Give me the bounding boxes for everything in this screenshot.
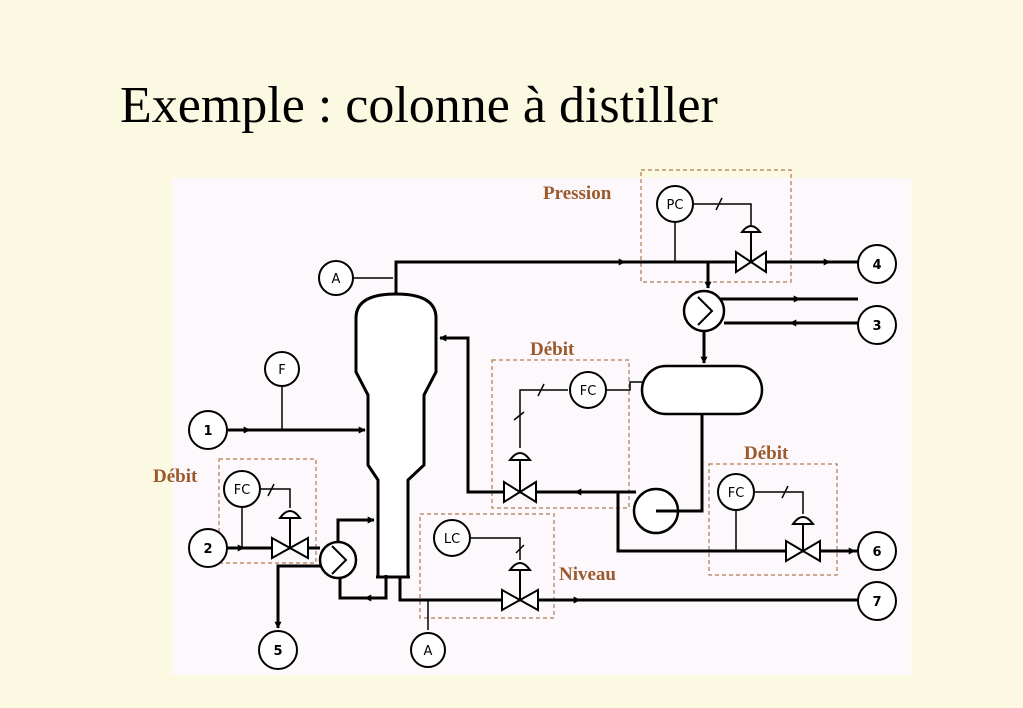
product-flow-loop-box xyxy=(708,463,838,576)
pc-tag: PC xyxy=(667,198,684,213)
level-loop-box xyxy=(419,513,555,619)
stream-3-label: 3 xyxy=(872,319,881,334)
instrument-bubbles xyxy=(223,185,755,668)
f-tag: F xyxy=(278,363,285,378)
label-niveau: Niveau xyxy=(559,564,616,585)
pressure-loop-box xyxy=(640,169,792,283)
reflux-flow-loop-box xyxy=(491,359,630,509)
reboiler xyxy=(318,540,358,580)
reflux-valve xyxy=(503,452,537,504)
stream-bubbles xyxy=(188,244,897,670)
stream-4-label: 4 xyxy=(872,258,881,273)
label-debit-product: Débit xyxy=(744,443,789,464)
stream-6-label: 6 xyxy=(872,545,881,560)
feed-flow-loop-box xyxy=(218,458,317,564)
lc-tag: LC xyxy=(444,532,460,547)
stream-5-label: 5 xyxy=(273,644,282,659)
signal-lines xyxy=(241,197,804,630)
analyzer-bottom-tag: A xyxy=(424,644,433,659)
stream-7-label: 7 xyxy=(872,595,881,610)
fc-feed-tag: FC xyxy=(234,483,251,498)
process-lines xyxy=(228,258,858,629)
fc-product-tag: FC xyxy=(728,486,745,501)
reflux-drum xyxy=(640,364,764,416)
label-debit-reflux: Débit xyxy=(530,339,575,360)
product-valve xyxy=(785,516,821,563)
label-pression: Pression xyxy=(543,183,612,204)
control-loop-boxes xyxy=(218,169,838,619)
pump xyxy=(632,487,680,535)
condenser xyxy=(682,289,726,333)
label-debit-feed: Débit xyxy=(153,466,198,487)
analyzer-top-tag: A xyxy=(332,272,341,287)
valves xyxy=(271,225,821,612)
slide-title: Exemple : colonne à distiller xyxy=(120,77,718,134)
pressure-valve xyxy=(735,225,767,274)
level-valve xyxy=(501,562,539,612)
fc-reflux-tag: FC xyxy=(580,384,597,399)
stream-1-label: 1 xyxy=(203,424,212,439)
stream-2-label: 2 xyxy=(203,542,212,557)
feed-valve xyxy=(271,510,309,560)
